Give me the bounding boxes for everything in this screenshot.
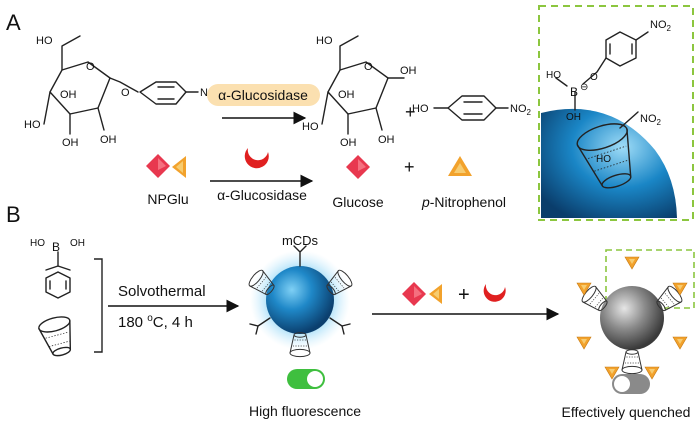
label-oh: OH	[378, 134, 395, 146]
label-ho: HO	[412, 103, 429, 115]
glucose-structure: HO O OH HO OH OH OH	[302, 35, 417, 149]
state-label-on: High fluorescence	[249, 403, 361, 419]
toggle-knob	[307, 371, 323, 387]
zoom-inset-frame	[538, 5, 694, 221]
panel-label-a: A	[6, 10, 21, 35]
plus-sign-b: +	[458, 284, 470, 306]
label-oh: OH	[70, 238, 85, 249]
label-oh: OH	[100, 134, 117, 146]
panel-label-b: B	[6, 202, 21, 227]
condition-temperature: 180 oC, 4 h	[118, 313, 193, 331]
label-oh: OH	[62, 137, 79, 149]
enzyme-icon	[244, 148, 269, 169]
probe-label: mCDs	[282, 233, 319, 248]
label-boron: B	[52, 240, 60, 254]
zoom-inset-content: O B ⊖ HO OH HO NO2 NO2	[541, 19, 677, 218]
carbon-dot-fluorescent	[246, 245, 355, 358]
label-ho: HO	[30, 238, 45, 249]
label-no2: NO2	[640, 113, 662, 127]
label-o: O	[364, 61, 373, 73]
reactant-bracket	[94, 258, 103, 353]
label-ho: HO	[546, 70, 561, 81]
enzyme-label-top: α-Glucosidase	[218, 87, 308, 103]
state-label-off: Effectively quenched	[562, 404, 691, 420]
nitrophenol-structure: HO NO2	[412, 95, 532, 121]
label-ho: HO	[302, 121, 319, 133]
label-no2: NO2	[650, 19, 672, 33]
product-label-nitrophenol: p-Nitrophenol	[421, 194, 506, 210]
label-o: O	[121, 87, 130, 99]
cyclodextrin-icon	[38, 316, 72, 357]
carbon-dot-quenched	[576, 256, 688, 380]
label-ho: HO	[36, 35, 53, 47]
substrate-label: NPGlu	[147, 191, 188, 207]
toggle-knob	[614, 376, 630, 392]
npglu-structure: HO O OH HO OH OH O NO2	[24, 35, 222, 149]
enzyme-highlight	[207, 84, 320, 106]
label-ho: HO	[596, 154, 611, 165]
condition-solvothermal: Solvothermal	[118, 283, 206, 300]
plus-sign-a1: +	[405, 102, 416, 122]
label-ho: HO	[24, 119, 41, 131]
npglu-icon	[146, 154, 186, 178]
label-o: O	[86, 61, 95, 73]
label-minus: ⊖	[580, 82, 588, 93]
label-oh: OH	[400, 65, 417, 77]
reactant-icons-b	[402, 282, 506, 306]
label-oh: OH	[566, 112, 581, 123]
product-label-glucose: Glucose	[332, 194, 384, 210]
label-oh: OH	[340, 137, 357, 149]
plus-sign-a2: +	[404, 157, 415, 177]
label-ho: HO	[316, 35, 333, 47]
label-oh: OH	[60, 89, 77, 101]
enzyme-label-bottom: α-Glucosidase	[217, 187, 307, 203]
label-boron: B	[570, 85, 578, 99]
phenylboronic-acid: B HO OH	[30, 238, 85, 299]
label-no2: NO2	[510, 103, 532, 117]
label-oh: OH	[338, 89, 355, 101]
label-o: O	[590, 72, 598, 83]
